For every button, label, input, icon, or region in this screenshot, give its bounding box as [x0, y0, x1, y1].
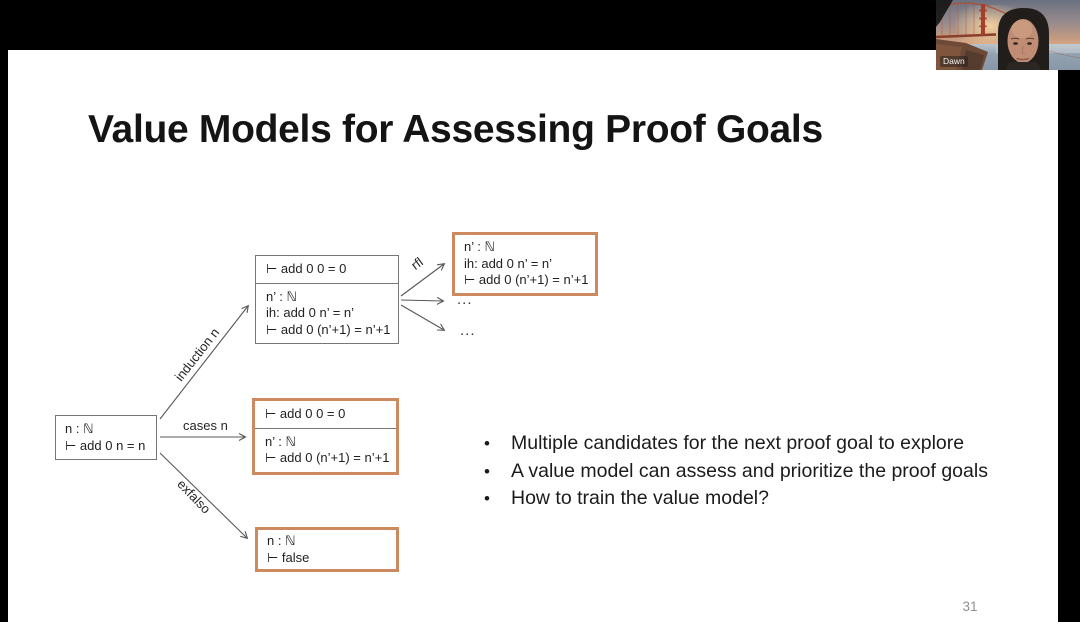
- participant-person: [998, 8, 1049, 70]
- proof-line: n’ : ℕ: [464, 239, 495, 254]
- proof-line: ⊢ add 0 n = n: [65, 437, 146, 453]
- proof-line: ⊢ add 0 (n’+1) = n’+1: [464, 272, 589, 287]
- proof-line: n’ : ℕ: [266, 288, 297, 304]
- bullet-marker: •: [484, 461, 490, 481]
- bullet-marker: •: [484, 489, 490, 508]
- dark-corner: [936, 0, 953, 27]
- proof-line: ⊢ false: [267, 549, 310, 565]
- ellipsis-candidate-top: ...: [457, 291, 473, 308]
- participant-name-label: Dawn: [940, 56, 968, 67]
- bullet-item: • A value model can assess and prioritiz…: [484, 458, 1054, 486]
- forehead: [1011, 20, 1033, 38]
- proof-box-rfl-result-highlighted: n’ : ℕ ih: add 0 n’ = n’ ⊢ add 0 (n’+1) …: [452, 232, 598, 296]
- bullet-text: A value model can assess and prioritize …: [511, 459, 988, 482]
- proof-line: ⊢ add 0 0 = 0: [265, 406, 346, 421]
- participant-video-tile[interactable]: Dawn: [936, 0, 1080, 70]
- proof-line: n : ℕ: [267, 533, 296, 548]
- proof-box-induction-result: ⊢ add 0 0 = 0 n’ : ℕ ih: add 0 n’ = n’ ⊢…: [255, 255, 399, 344]
- bullet-text: Multiple candidates for the next proof g…: [511, 432, 965, 454]
- proof-line: n’ : ℕ: [265, 433, 296, 449]
- proof-box-cases-result-highlighted: ⊢ add 0 0 = 0 n’ : ℕ ⊢ add 0 (n’+1) = n’…: [252, 398, 399, 475]
- proof-line: ⊢ add 0 (n’+1) = n’+1: [266, 321, 391, 337]
- bullet-item: • How to train the value model?: [484, 485, 1054, 513]
- proof-box-root: n : ℕ ⊢ add 0 n = n: [55, 415, 157, 460]
- proof-line: ih: add 0 n’ = n’: [266, 305, 355, 320]
- bullet-item: • Multiple candidates for the next proof…: [484, 430, 1054, 458]
- virtual-background-bridge-scene: [936, 0, 1080, 70]
- bullet-list: • Multiple candidates for the next proof…: [484, 430, 1054, 513]
- proof-line: n : ℕ: [65, 421, 94, 436]
- bullet-text: How to train the value model?: [511, 487, 769, 509]
- slide-title: Value Models for Assessing Proof Goals: [88, 108, 823, 151]
- proof-line: ⊢ add 0 (n’+1) = n’+1: [265, 450, 390, 465]
- bullet-marker: •: [484, 434, 490, 453]
- proof-line: ⊢ add 0 0 = 0: [266, 261, 347, 276]
- proof-box-exfalso-result-highlighted: n : ℕ ⊢ false: [255, 527, 399, 572]
- slide-page-number: 31: [962, 599, 978, 614]
- proof-line: ih: add 0 n’ = n’: [464, 255, 553, 271]
- edge-label-cases: cases n: [183, 418, 228, 433]
- ellipsis-candidate-bottom: ...: [460, 322, 476, 339]
- cliffs: [936, 39, 988, 70]
